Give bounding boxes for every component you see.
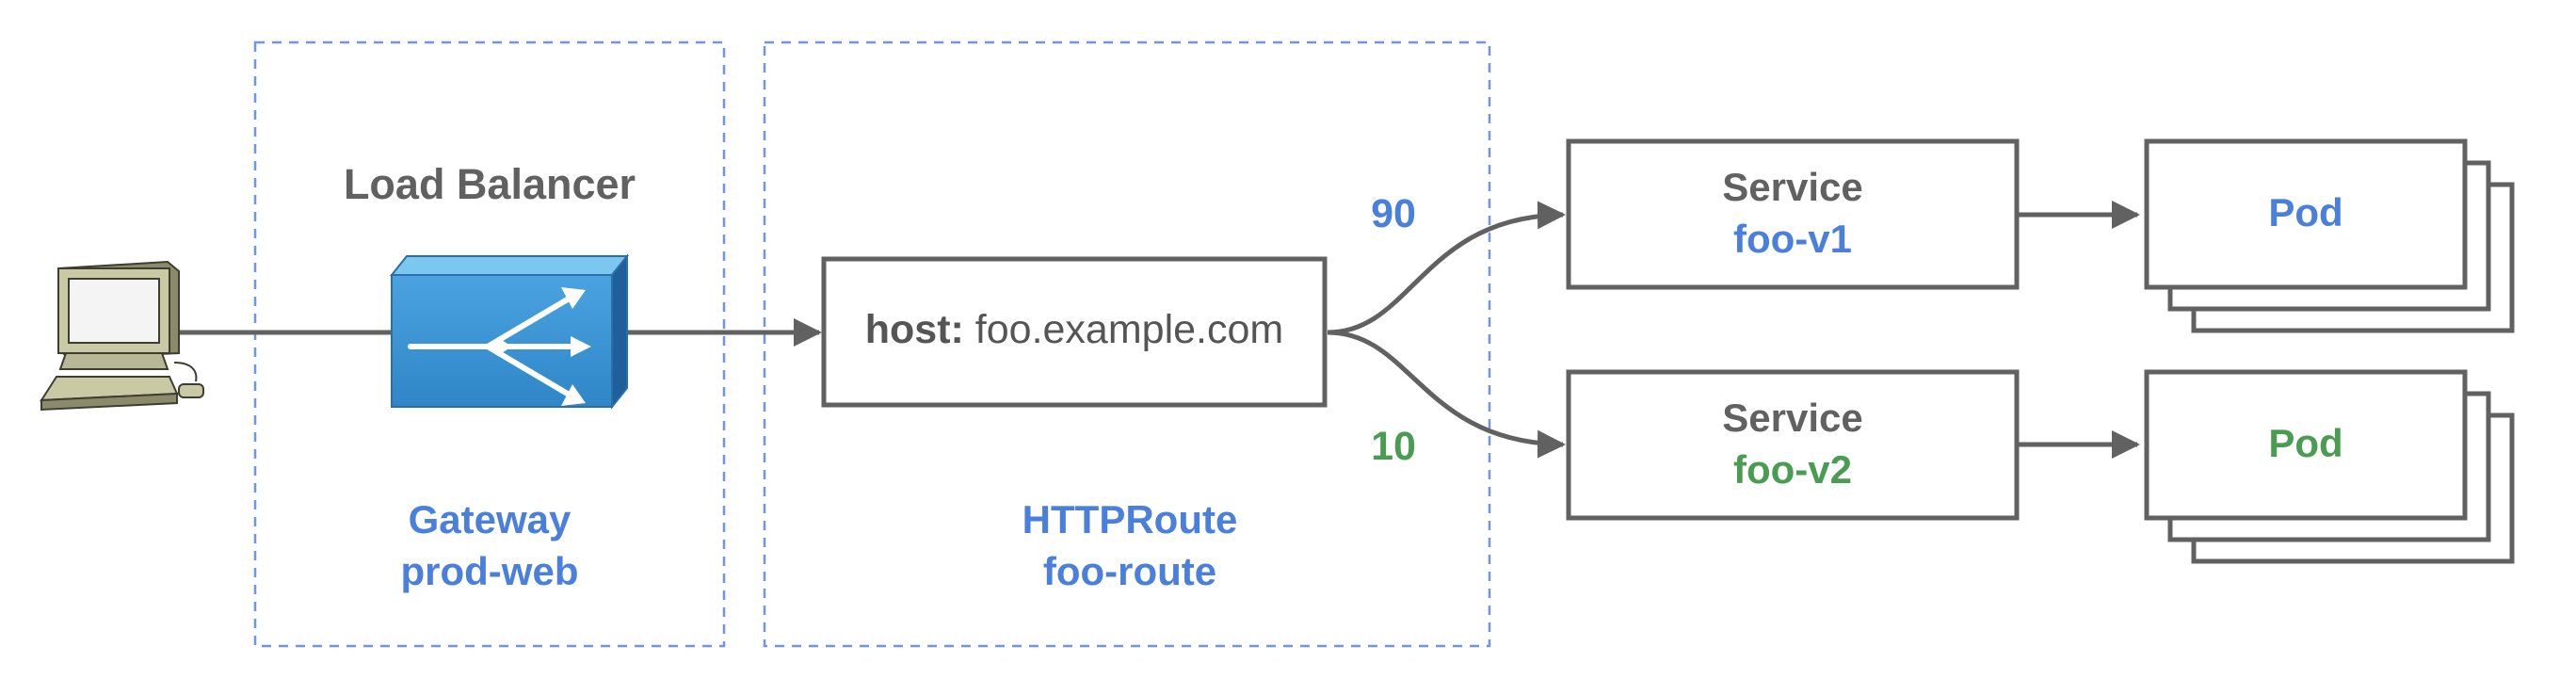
service-foo-v1-name: foo-v1 (1733, 217, 1852, 261)
host-value: foo.example.com (974, 307, 1284, 352)
gateway-name-label: prod-web (400, 549, 579, 593)
route-to-foo-v2-arrow (1327, 330, 1566, 459)
gateway-kind-label: Gateway (408, 497, 572, 541)
service-foo-v2-name: foo-v2 (1733, 447, 1852, 492)
httproute-kind-label: HTTPRoute (1022, 497, 1238, 541)
weight-foo-v1: 90 (1371, 191, 1416, 236)
load-balancer-icon (389, 253, 630, 410)
httproute-name-label: foo-route (1042, 549, 1217, 593)
host-box (821, 256, 1328, 408)
pod-stack-v1 (2144, 138, 2515, 333)
load-balancer-title: Load Balancer (343, 160, 636, 208)
pod-v2-label: Pod (2268, 421, 2343, 465)
httproute-container (763, 40, 1491, 648)
service-foo-v1-kind: Service (1722, 165, 1863, 209)
gateway-container (253, 40, 726, 648)
host-rule: host: foo.example.com (827, 307, 1322, 353)
route-to-foo-v1-arrow (1327, 201, 1566, 335)
weight-foo-v2: 10 (1371, 424, 1416, 469)
service-foo-v2-kind: Service (1722, 396, 1863, 440)
host-label: host: (864, 307, 964, 352)
service-foo-v2-box (1566, 369, 2020, 521)
service-foo-v1-box (1566, 138, 2020, 290)
pod-stack-v2 (2144, 369, 2515, 564)
pod-v1-label: Pod (2268, 190, 2343, 234)
computer-icon (40, 260, 204, 412)
